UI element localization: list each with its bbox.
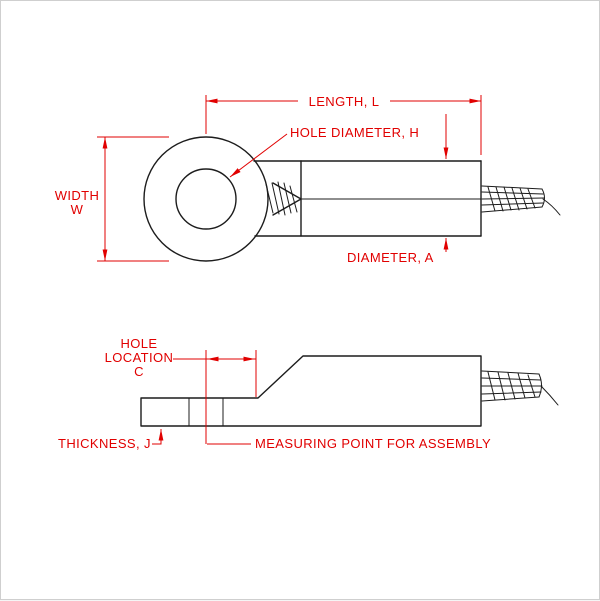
hole-location-label-line3: C [134, 364, 144, 379]
dimension-width: WIDTH W [55, 136, 169, 262]
leader-measuring-point: MEASURING POINT FOR ASSEMBLY [207, 436, 491, 451]
dimension-diameter: DIAMETER, A [347, 114, 449, 265]
thickness-leader-line [152, 429, 164, 445]
side-view: HOLE LOCATION C THICKNESS, J MEASURING P… [58, 336, 559, 451]
length-label: LENGTH, L [309, 94, 380, 109]
ring-outer-circle [143, 136, 269, 262]
terminal-top-outline [143, 136, 482, 262]
wire-tail-top [542, 198, 561, 216]
dimension-length: LENGTH, L [205, 94, 482, 155]
side-profile [140, 355, 482, 427]
width-label-line2: W [71, 202, 84, 217]
leader-hole-diameter: HOLE DIAMETER, H [229, 125, 419, 178]
hole-location-label-line1: HOLE [120, 336, 157, 351]
wire-strands-side [481, 370, 559, 406]
hole-diameter-leader-line [229, 133, 288, 178]
ring-hole-circle [175, 168, 237, 230]
width-label-line1: WIDTH [55, 188, 100, 203]
leader-thickness: THICKNESS, J [58, 429, 164, 451]
wire-tail-side [540, 385, 559, 406]
measuring-point-label: MEASURING POINT FOR ASSEMBLY [255, 436, 491, 451]
hole-diameter-label: HOLE DIAMETER, H [290, 125, 419, 140]
crimp-strand-hatch [265, 181, 298, 216]
terminal-side-outline [140, 355, 482, 427]
top-view: LENGTH, L HOLE DIAMETER, H WIDTH W DIAME… [55, 94, 561, 265]
thickness-label: THICKNESS, J [58, 436, 151, 451]
wire-strands-top [481, 185, 561, 216]
hole-location-label-line2: LOCATION [105, 350, 174, 365]
diameter-label: DIAMETER, A [347, 250, 434, 265]
crimp-chevron [272, 182, 302, 216]
dimension-hole-location: HOLE LOCATION C [105, 336, 257, 444]
